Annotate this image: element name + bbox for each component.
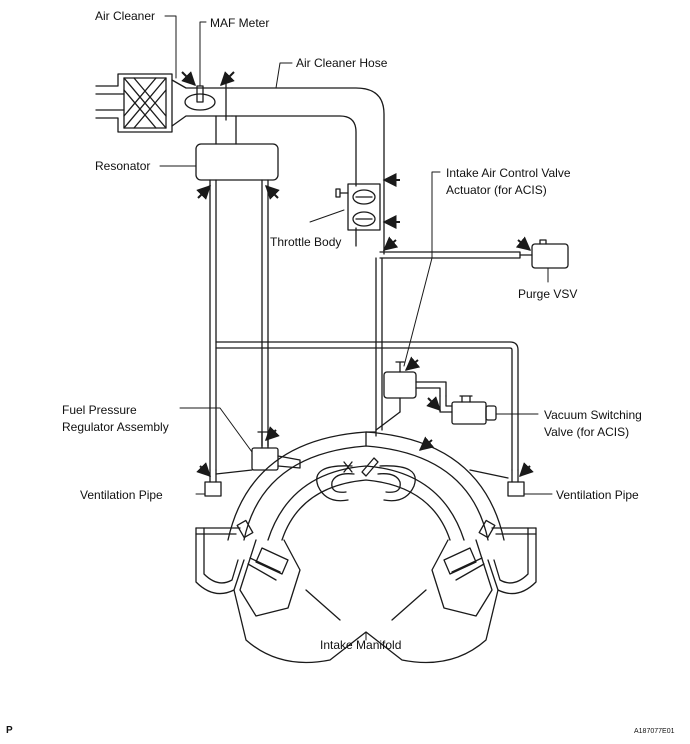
arrow-vsv <box>426 396 441 411</box>
label-purge-vsv: Purge VSV <box>518 287 578 301</box>
arrow-acis-actuator <box>404 356 421 371</box>
intake-manifold-shape <box>227 429 505 541</box>
right-cylinder-valves <box>443 519 496 581</box>
figure-id: A187077E01 <box>634 728 675 735</box>
arrow-maf-right <box>220 71 235 86</box>
acis-actuator <box>375 361 447 431</box>
arrow-maf-left <box>181 71 196 86</box>
label-vsv-line2: Valve (for ACIS) <box>544 425 630 439</box>
left-cylinder-valves <box>236 519 289 581</box>
label-resonator: Resonator <box>95 159 151 173</box>
arrow-vent-left <box>196 462 211 477</box>
label-acis-actuator-line1: Intake Air Control Valve <box>446 166 571 180</box>
arrow-purge-line <box>382 236 399 251</box>
label-acis-actuator-line2: Actuator (for ACIS) <box>446 183 547 197</box>
air-cleaner-box <box>95 73 233 133</box>
purge-vsv-line <box>379 239 569 269</box>
arrow-resonator-left <box>196 185 211 200</box>
connection-arrows <box>181 71 534 477</box>
label-ventilation-pipe-left: Ventilation Pipe <box>80 488 163 502</box>
maf-meter <box>184 85 216 111</box>
distribution-line <box>215 257 519 471</box>
ventilation-pipe-left-shape <box>204 469 253 497</box>
page-mark: P <box>6 725 13 736</box>
resonator <box>195 115 279 181</box>
label-fpr-line1: Fuel Pressure <box>62 403 137 417</box>
label-throttle-body: Throttle Body <box>270 235 342 249</box>
label-intake-manifold: Intake Manifold <box>320 638 402 652</box>
label-fpr-line2: Regulator Assembly <box>62 420 169 434</box>
vsv-acis <box>439 395 497 425</box>
leader-lines <box>159 15 553 641</box>
throttle-body <box>335 183 381 231</box>
ventilation-pipe-right-shape <box>469 469 525 497</box>
arrow-resonator-right <box>265 185 280 200</box>
arrow-vent-right <box>519 462 534 477</box>
arrow-manifold-right <box>418 436 435 451</box>
arrow-purge-vsv <box>515 236 532 251</box>
arrow-fpr <box>265 426 280 441</box>
resonator-vacuum-lines <box>209 179 269 471</box>
label-ventilation-pipe-right: Ventilation Pipe <box>556 488 639 502</box>
label-air-cleaner-hose: Air Cleaner Hose <box>296 56 388 70</box>
label-maf-meter: MAF Meter <box>210 16 270 30</box>
label-vsv-line1: Vacuum Switching <box>544 408 642 422</box>
label-air-cleaner: Air Cleaner <box>95 9 156 23</box>
air-cleaner-hose <box>231 87 385 255</box>
